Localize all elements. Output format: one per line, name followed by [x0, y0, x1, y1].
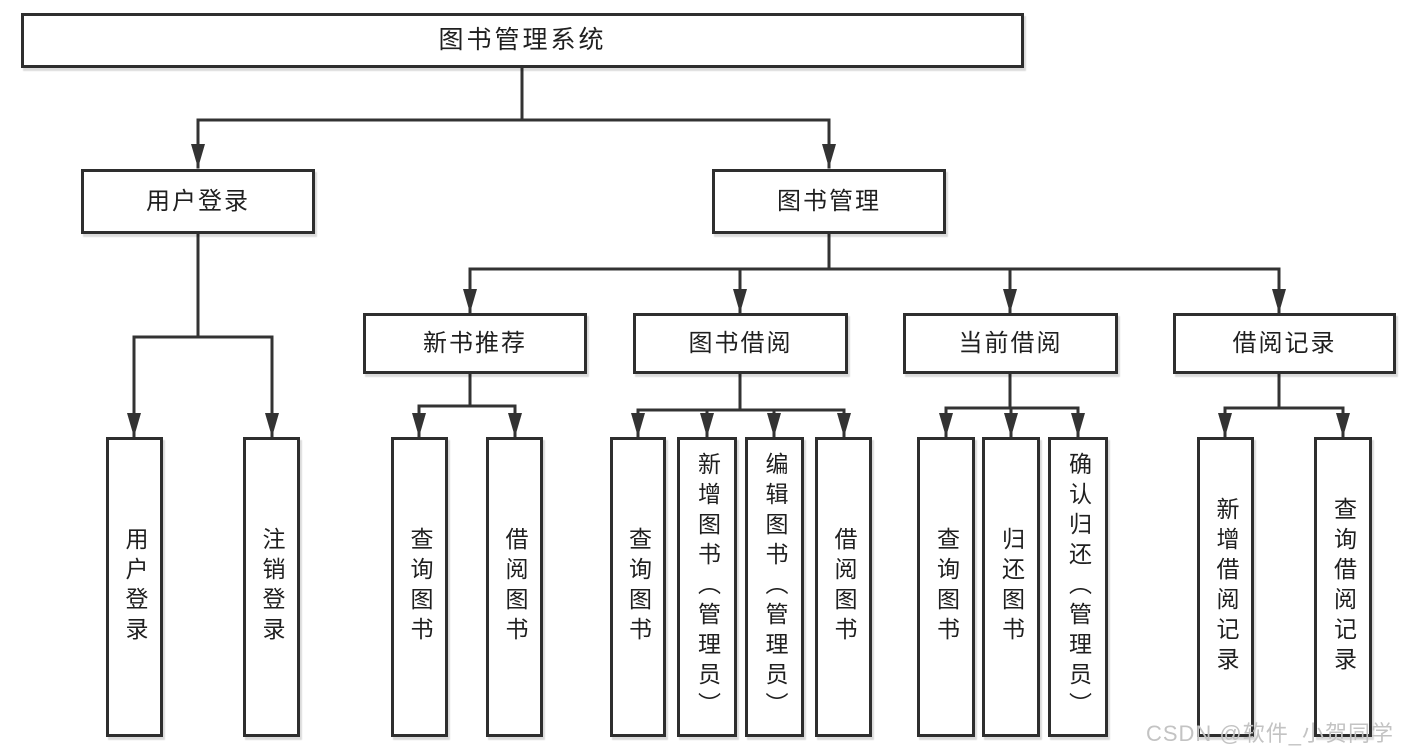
leaf-newbooks-query-books: 查询图书 [391, 437, 448, 737]
leaf-records-query-record: 查询借阅记录 [1314, 437, 1372, 737]
leaf-records-add-record: 新增借阅记录 [1197, 437, 1254, 737]
node-current-borrowing: 当前借阅 [903, 313, 1118, 374]
node-book-management: 图书管理 [712, 169, 946, 234]
node-new-books: 新书推荐 [363, 313, 587, 374]
leaf-current-return-books: 归还图书 [982, 437, 1040, 737]
leaf-logout: 注销登录 [243, 437, 300, 737]
node-book-borrowing: 图书借阅 [633, 313, 848, 374]
leaf-current-confirm-return-admin: 确认归还（管理员） [1048, 437, 1108, 737]
leaf-current-query-books: 查询图书 [917, 437, 975, 737]
leaf-newbooks-borrow-books: 借阅图书 [486, 437, 543, 737]
leaf-user-login: 用户登录 [106, 437, 163, 737]
leaf-borrowing-borrow-books: 借阅图书 [815, 437, 872, 737]
watermark: CSDN @软件_小贺同学 [1145, 721, 1394, 746]
node-root: 图书管理系统 [21, 13, 1024, 68]
node-borrow-records: 借阅记录 [1173, 313, 1396, 374]
leaf-borrowing-query-books: 查询图书 [610, 437, 666, 737]
node-user-login: 用户登录 [81, 169, 315, 234]
leaf-borrowing-edit-books-admin: 编辑图书（管理员） [745, 437, 804, 737]
leaf-borrowing-add-books-admin: 新增图书（管理员） [677, 437, 737, 737]
